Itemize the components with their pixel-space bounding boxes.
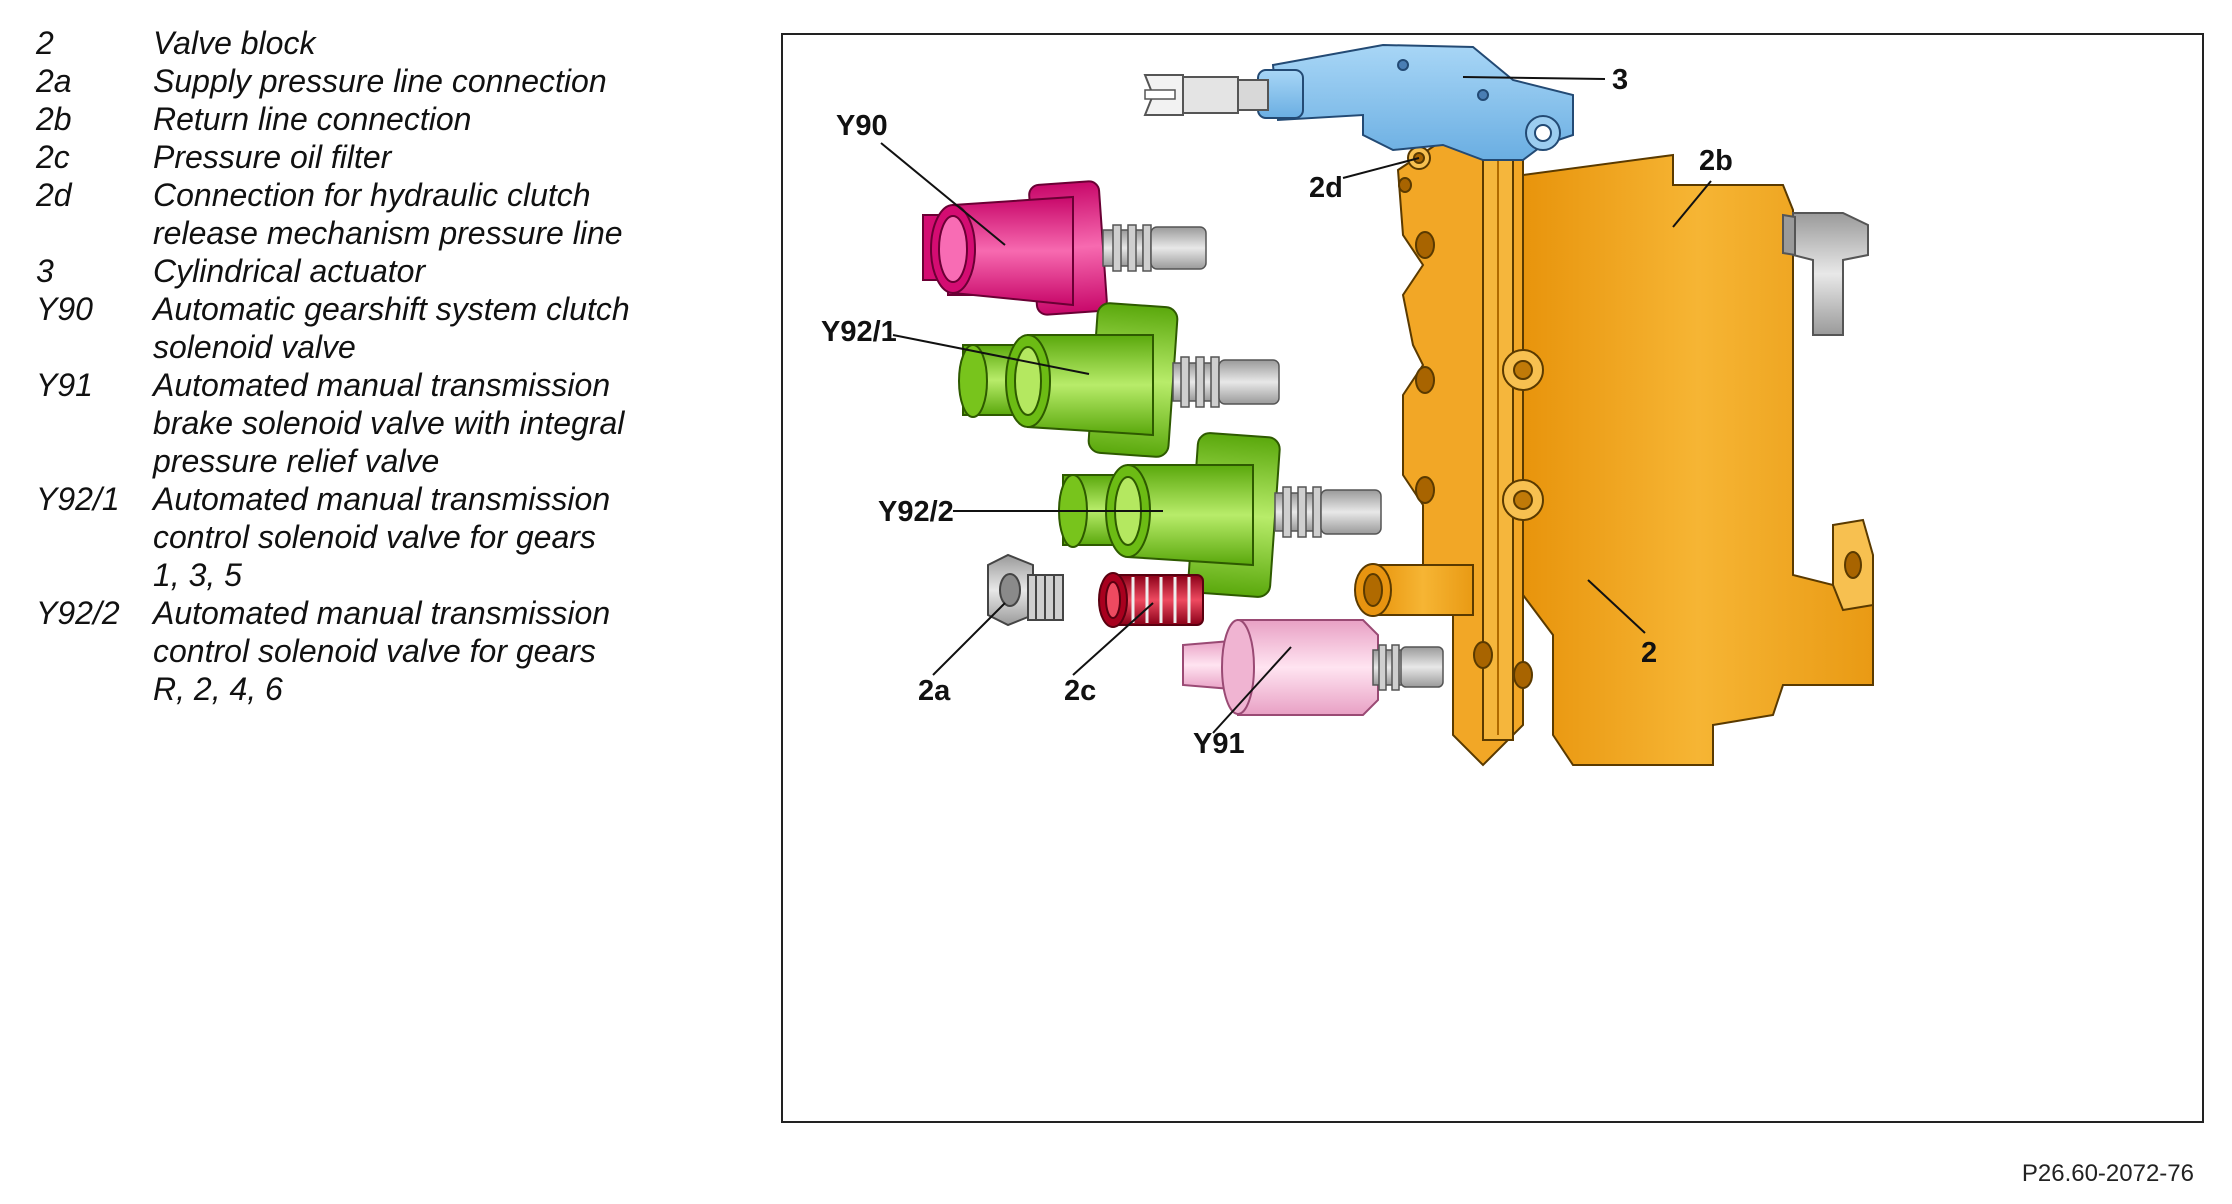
leader-line-2a (932, 602, 1006, 676)
legend-line: control solenoid valve for gears (153, 519, 596, 555)
callout-y92-1: Y92/1 (821, 316, 897, 348)
legend-line: Pressure oil filter (153, 139, 392, 175)
legend-description: Automated manual transmission brake sole… (153, 366, 756, 480)
callout-y90: Y90 (836, 110, 888, 142)
leader-line-2b (1672, 180, 1712, 228)
legend-item-y91: Y91 Automated manual transmission brake … (36, 366, 756, 480)
callout-2d: 2d (1309, 172, 1343, 204)
legend-line: brake solenoid valve with integral (153, 405, 625, 441)
legend-description: Connection for hydraulic clutch release … (153, 176, 756, 252)
legend-line: release mechanism pressure line (153, 215, 623, 251)
legend-item-2d: 2d Connection for hydraulic clutch relea… (36, 176, 756, 252)
legend-code: Y92/1 (36, 481, 120, 517)
legend-code: 2 (36, 25, 54, 61)
pressure-oil-filter (1098, 572, 1204, 628)
callout-2a: 2a (918, 675, 951, 707)
legend-code: Y90 (36, 291, 93, 327)
leader-line-3 (1462, 76, 1606, 80)
legend-item-y92-1: Y92/1 Automated manual transmission cont… (36, 480, 756, 594)
legend-description: Automated manual transmission control so… (153, 594, 756, 708)
legend-code: 3 (36, 253, 54, 289)
cylindrical-actuator (1143, 43, 1574, 161)
supply-pressure-connection (987, 553, 1064, 627)
legend-description: Supply pressure line connection (153, 62, 756, 100)
legend-line: Automatic gearshift system clutch (153, 291, 630, 327)
legend-item-2a: 2a Supply pressure line connection (36, 62, 756, 100)
leader-line-y90 (880, 142, 1006, 246)
legend-code: 2c (36, 139, 70, 175)
leader-line-y91 (1212, 646, 1292, 734)
callout-y91: Y91 (1193, 728, 1245, 760)
leader-line-2 (1587, 579, 1646, 634)
exploded-view-figure: 3 Y90 2d 2b Y92/1 Y92/2 2 2a 2c Y91 (781, 33, 2204, 1123)
solenoid-valve-y92-1 (958, 302, 1280, 458)
return-line-connection (1782, 212, 1869, 336)
leader-lines (880, 76, 1712, 734)
legend-line: control solenoid valve for gears (153, 633, 596, 669)
legend-description: Pressure oil filter (153, 138, 756, 176)
legend-line: solenoid valve (153, 329, 356, 365)
legend-item-y90: Y90 Automatic gearshift system clutch so… (36, 290, 756, 366)
legend-line: R, 2, 4, 6 (153, 671, 283, 707)
exploded-view-drawing: 3 Y90 2d 2b Y92/1 Y92/2 2 2a 2c Y91 (821, 43, 1874, 767)
legend-line: Cylindrical actuator (153, 253, 426, 289)
solenoid-valve-y91 (1182, 619, 1444, 716)
legend-line: Supply pressure line connection (153, 63, 607, 99)
callout-y92-2: Y92/2 (878, 496, 954, 528)
legend-item-2c: 2c Pressure oil filter (36, 138, 756, 176)
leader-line-2c (1072, 602, 1154, 676)
legend-line: Automated manual transmission (153, 481, 611, 517)
leader-line-y92-1 (892, 334, 1090, 375)
callout-2c: 2c (1064, 675, 1096, 707)
legend-item-2: 2 Valve block (36, 24, 756, 62)
solenoid-valve-y92-2 (1058, 432, 1382, 598)
legend-line: 1, 3, 5 (153, 557, 242, 593)
callout-2b: 2b (1699, 145, 1733, 177)
callout-2: 2 (1641, 637, 1657, 669)
legend-line: pressure relief valve (153, 443, 440, 479)
legend-line: Automated manual transmission (153, 595, 611, 631)
legend-line: Connection for hydraulic clutch (153, 177, 591, 213)
callout-3: 3 (1612, 64, 1628, 96)
legend-description: Return line connection (153, 100, 756, 138)
legend-code: Y91 (36, 367, 93, 403)
legend-description: Cylindrical actuator (153, 252, 756, 290)
legend-item-y92-2: Y92/2 Automated manual transmission cont… (36, 594, 756, 708)
legend-item-3: 3 Cylindrical actuator (36, 252, 756, 290)
legend-line: Valve block (153, 25, 316, 61)
legend-line: Automated manual transmission (153, 367, 611, 403)
legend-description: Valve block (153, 24, 756, 62)
legend: 2 Valve block 2a Supply pressure line co… (36, 24, 756, 708)
valve-block (1354, 129, 1874, 767)
figure-reference: P26.60-2072-76 (2021, 1160, 2194, 1187)
legend-code: 2d (36, 177, 72, 213)
leader-line-2d (1342, 157, 1420, 179)
solenoid-valve-y90 (922, 180, 1207, 316)
legend-description: Automatic gearshift system clutch soleno… (153, 290, 756, 366)
legend-item-2b: 2b Return line connection (36, 100, 756, 138)
legend-line: Return line connection (153, 101, 472, 137)
legend-code: 2b (36, 101, 72, 137)
legend-description: Automated manual transmission control so… (153, 480, 756, 594)
legend-code: 2a (36, 63, 72, 99)
legend-code: Y92/2 (36, 595, 120, 631)
